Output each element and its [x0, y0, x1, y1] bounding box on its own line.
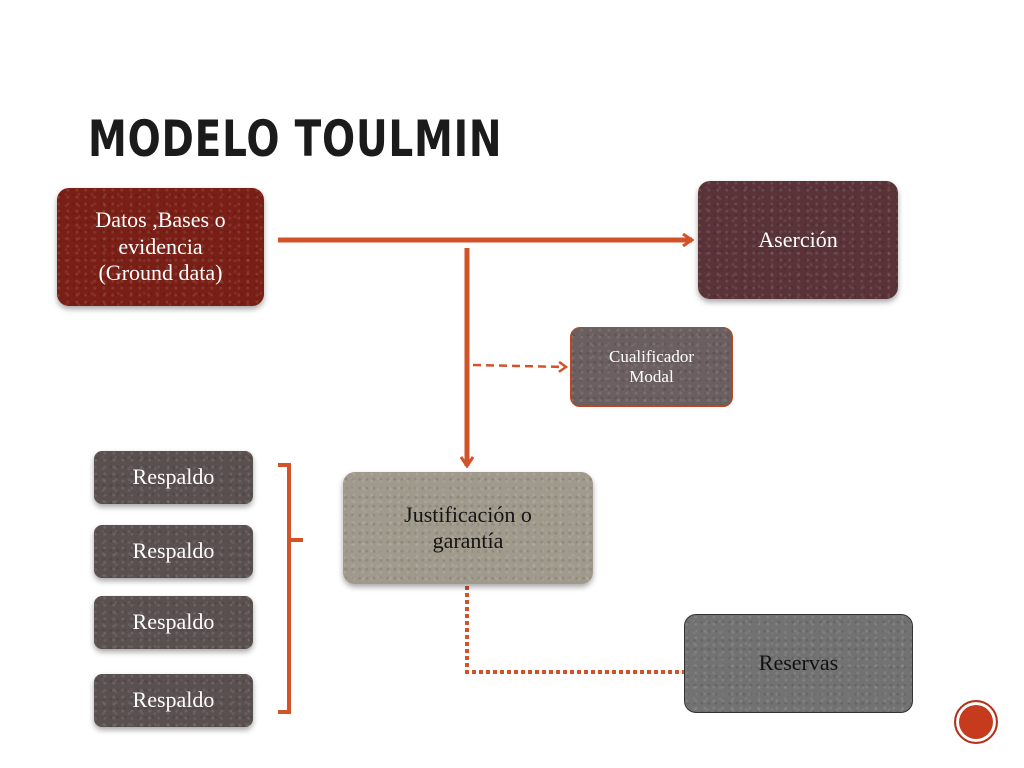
justificacion-line-1: Justificación o: [404, 501, 532, 527]
respaldo-brace: [278, 463, 303, 714]
respaldo-label: Respaldo: [132, 464, 215, 490]
connector-reservas: [465, 586, 684, 674]
node-respaldo-1[interactable]: Respaldo: [94, 451, 253, 504]
circle-nav-icon[interactable]: [954, 700, 998, 744]
respaldo-label: Respaldo: [132, 687, 215, 713]
datos-line-1: Datos ,Bases o: [95, 207, 226, 233]
datos-line-2: evidencia: [118, 233, 203, 259]
reservas-label: Reservas: [758, 650, 839, 676]
asercion-label: Aserción: [758, 226, 838, 252]
node-respaldo-3[interactable]: Respaldo: [94, 596, 253, 649]
node-cualificador[interactable]: Cualificador Modal: [570, 327, 733, 407]
node-justificacion[interactable]: Justificación o garantía: [343, 472, 593, 584]
node-reservas[interactable]: Reservas: [684, 614, 913, 713]
cualificador-line-1: Cualificador: [609, 346, 694, 366]
node-respaldo-2[interactable]: Respaldo: [94, 525, 253, 578]
node-respaldo-4[interactable]: Respaldo: [94, 674, 253, 727]
respaldo-label: Respaldo: [132, 538, 215, 564]
justificacion-line-2: garantía: [432, 528, 504, 553]
slide-title: MODELO TOULMIN: [88, 110, 503, 168]
node-asercion[interactable]: Aserción: [698, 181, 898, 299]
arrow-to-cualificador: [472, 365, 566, 367]
cualificador-line-2: Modal: [629, 367, 674, 386]
respaldo-label: Respaldo: [132, 609, 215, 635]
datos-line-3: (Ground data): [98, 260, 223, 286]
node-datos[interactable]: Datos ,Bases o evidencia (Ground data): [57, 188, 264, 306]
